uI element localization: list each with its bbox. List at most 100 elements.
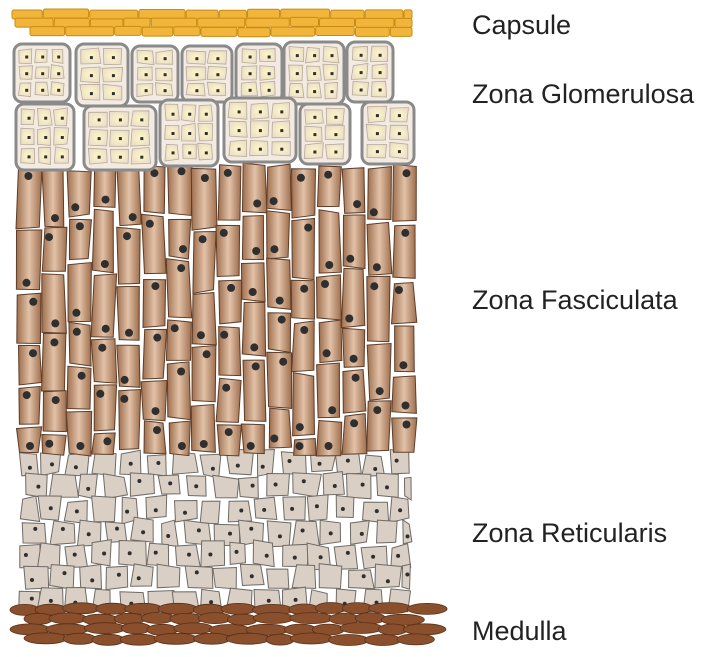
zona-glomerulosa-layer: [14, 42, 414, 170]
glomerulosa-nucleus: [145, 57, 148, 60]
glomerulosa-cell: [53, 108, 67, 126]
capsule-fiber: [390, 27, 412, 36]
fasciculata-nucleus: [71, 203, 79, 211]
reticularis-nucleus: [187, 553, 191, 557]
fasciculata-cell: [267, 352, 292, 408]
fasciculata-nucleus: [403, 169, 411, 177]
reticularis-nucleus: [373, 467, 377, 471]
fasciculata-nucleus: [199, 235, 207, 243]
fasciculata-cell: [144, 421, 166, 454]
reticularis-cell: [213, 475, 239, 498]
glomerulosa-nucleus: [90, 74, 93, 77]
reticularis-cell: [254, 497, 277, 519]
medulla-cell: [141, 613, 174, 624]
fasciculata-cell: [316, 421, 341, 457]
capsule-fiber: [54, 18, 89, 27]
reticularis-nucleus: [239, 509, 243, 513]
reticularis-nucleus: [50, 462, 54, 466]
glomerulosa-nucleus: [249, 89, 252, 92]
glomerulosa-nucleus: [216, 89, 219, 92]
fasciculata-cell: [67, 171, 91, 217]
reticularis-nucleus: [341, 507, 345, 511]
fasciculata-nucleus: [403, 421, 411, 429]
reticularis-cell: [157, 564, 180, 588]
capsule-fiber: [320, 18, 355, 27]
reticularis-cell: [239, 477, 259, 498]
reticularis-cell: [103, 474, 127, 499]
reticularis-cell: [403, 520, 412, 544]
glomerulosa-nucleus: [360, 54, 363, 57]
fasciculata-nucleus: [96, 390, 104, 398]
reticularis-cell: [162, 520, 179, 546]
reticularis-nucleus: [24, 553, 28, 557]
reticularis-cell: [267, 569, 289, 588]
reticularis-nucleus: [115, 527, 119, 531]
reticularis-nucleus: [288, 459, 292, 463]
reticularis-nucleus: [61, 527, 65, 531]
glomerulosa-cell: [35, 50, 47, 63]
glomerulosa-nucleus: [259, 148, 262, 151]
reticularis-nucleus: [228, 532, 232, 536]
capsule-fiber: [356, 18, 395, 27]
reticularis-cell: [350, 521, 369, 545]
reticularis-cell: [80, 565, 102, 589]
fasciculata-nucleus: [252, 362, 260, 370]
fasciculata-nucleus: [296, 442, 304, 450]
medulla-cell: [49, 613, 87, 624]
glomerulosa-nucleus: [28, 136, 31, 139]
reticularis-cell: [50, 521, 75, 545]
glomerulosa-nucleus: [398, 114, 401, 117]
fasciculata-nucleus: [325, 442, 333, 450]
reticularis-nucleus: [156, 461, 160, 465]
fasciculata-nucleus: [45, 233, 53, 241]
reticularis-nucleus: [262, 508, 266, 512]
reticularis-cell: [267, 474, 290, 497]
glomerulosa-nucleus: [44, 155, 47, 158]
medulla-cell: [290, 633, 332, 644]
reticularis-cell: [146, 495, 167, 518]
reticularis-nucleus: [301, 529, 305, 533]
fasciculata-nucleus: [227, 284, 235, 292]
reticularis-nucleus: [28, 466, 32, 470]
reticularis-nucleus: [87, 532, 91, 536]
medulla-cell: [221, 603, 256, 614]
glomerulosa-nucleus: [98, 137, 101, 140]
reticularis-nucleus: [267, 599, 271, 603]
fasciculata-nucleus: [129, 213, 137, 221]
medulla-cell: [198, 613, 231, 624]
reticularis-nucleus: [236, 464, 240, 468]
reticularis-nucleus: [141, 530, 145, 534]
glomerulosa-nucleus: [112, 92, 115, 95]
medulla-cell: [329, 635, 369, 646]
glomerulosa-nucleus: [145, 89, 148, 92]
reticularis-cell: [92, 496, 116, 522]
reticularis-nucleus: [73, 553, 77, 557]
fasciculata-nucleus: [224, 169, 232, 177]
reticularis-nucleus: [137, 479, 141, 483]
reticularis-cell: [147, 455, 166, 476]
glomerulosa-cell: [37, 128, 50, 146]
fasciculata-nucleus: [153, 426, 161, 434]
reticularis-nucleus: [405, 573, 409, 577]
reticularis-nucleus: [117, 573, 121, 577]
glomerulosa-cell: [259, 49, 275, 62]
reticularis-cell: [130, 473, 154, 496]
fasciculata-nucleus: [370, 208, 378, 216]
reticularis-nucleus: [395, 459, 399, 463]
reticularis-cell: [105, 522, 127, 543]
glomerulosa-cell: [18, 83, 31, 97]
fasciculata-cell: [42, 227, 67, 271]
fasciculata-cell: [319, 320, 342, 363]
medulla-cell: [227, 614, 257, 625]
capsule-fiber: [174, 27, 200, 36]
fasciculata-cell: [92, 433, 116, 455]
fasciculata-nucleus: [304, 224, 312, 232]
fasciculata-cell: [169, 421, 190, 456]
glomerulosa-nucleus: [41, 72, 44, 75]
glomerulosa-cell: [81, 48, 101, 64]
glomerulosa-nucleus: [164, 57, 167, 60]
fasciculata-nucleus: [50, 338, 58, 346]
glomerulosa-cell: [50, 65, 64, 79]
capsule-fiber: [151, 18, 197, 27]
medulla-cell: [290, 613, 333, 624]
